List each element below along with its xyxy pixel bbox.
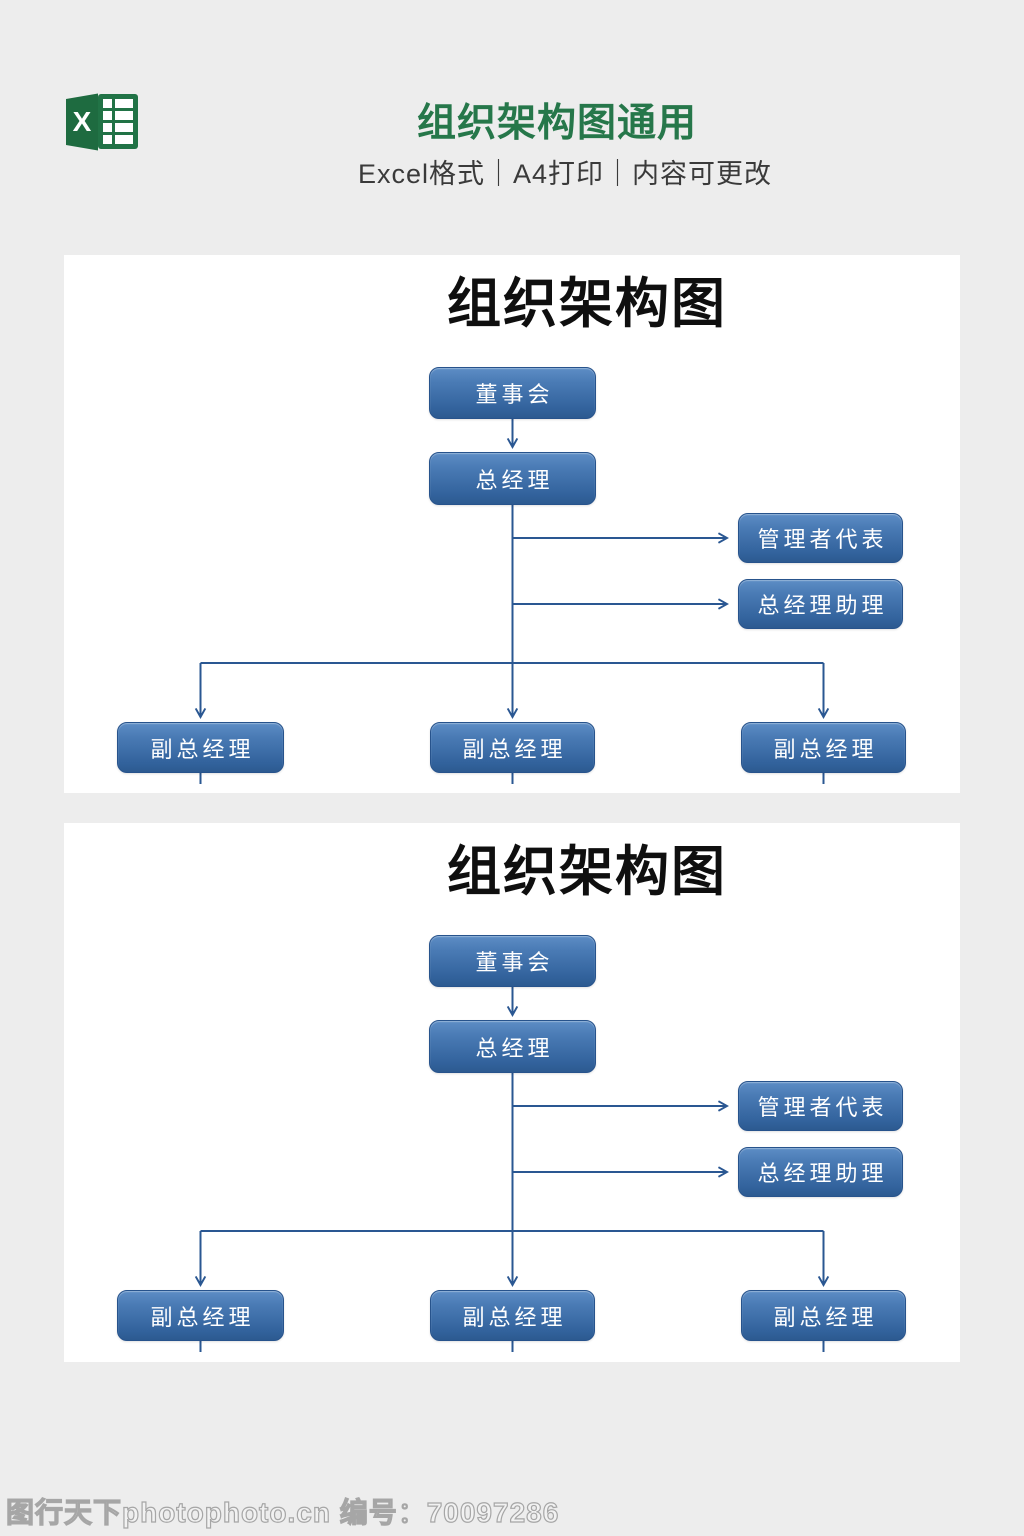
chart-title: 组织架构图 <box>447 274 727 334</box>
node-deputy-gm-3: 副总经理 <box>741 722 906 773</box>
node-management-rep: 管理者代表 <box>738 513 903 563</box>
node-board: 董事会 <box>429 935 596 987</box>
node-label: 副总经理 <box>773 736 878 762</box>
node-deputy-gm-1: 副总经理 <box>117 722 284 773</box>
excel-icon: X <box>66 93 138 151</box>
node-deputy-gm-1: 副总经理 <box>117 1290 284 1341</box>
node-management-rep: 管理者代表 <box>738 1081 903 1131</box>
node-gm-assistant: 总经理助理 <box>738 579 903 629</box>
node-general-manager: 总经理 <box>429 452 596 505</box>
chart-title: 组织架构图 <box>447 842 727 902</box>
node-gm-assistant: 总经理助理 <box>738 1147 903 1197</box>
node-label: 董事会 <box>475 950 554 975</box>
node-label: 副总经理 <box>462 736 567 762</box>
excel-icon-letter: X <box>73 106 92 137</box>
node-board: 董事会 <box>429 367 596 419</box>
node-label: 总经理助理 <box>757 593 888 618</box>
node-label: 副总经理 <box>150 736 255 762</box>
node-label: 副总经理 <box>150 1304 255 1330</box>
org-chart-panel-1: 组织架构图 董事会 总经理 管理者代表 总经理助理 副总经理 副总经理 副总经理 <box>64 255 960 793</box>
node-label: 董事会 <box>475 382 554 407</box>
node-label: 副总经理 <box>773 1304 878 1330</box>
node-deputy-gm-3: 副总经理 <box>741 1290 906 1341</box>
node-label: 总经理 <box>475 467 554 493</box>
page-subtitle: Excel格式｜A4打印｜内容可更改 <box>357 159 773 189</box>
page-title: 组织架构图通用 <box>416 102 698 145</box>
watermark-text: 图行天下photophoto.cn 编号：70097286 <box>5 1496 560 1528</box>
node-label: 总经理助理 <box>757 1161 888 1186</box>
org-chart-panel-2: 组织架构图 董事会 总经理 管理者代表 总经理助理 副总经理 副总经理 副总经理 <box>64 823 960 1362</box>
node-label: 管理者代表 <box>757 1095 888 1120</box>
node-label: 管理者代表 <box>757 527 888 552</box>
node-deputy-gm-2: 副总经理 <box>430 722 595 773</box>
node-label: 总经理 <box>475 1035 554 1061</box>
node-general-manager: 总经理 <box>429 1020 596 1073</box>
node-deputy-gm-2: 副总经理 <box>430 1290 595 1341</box>
node-label: 副总经理 <box>462 1304 567 1330</box>
